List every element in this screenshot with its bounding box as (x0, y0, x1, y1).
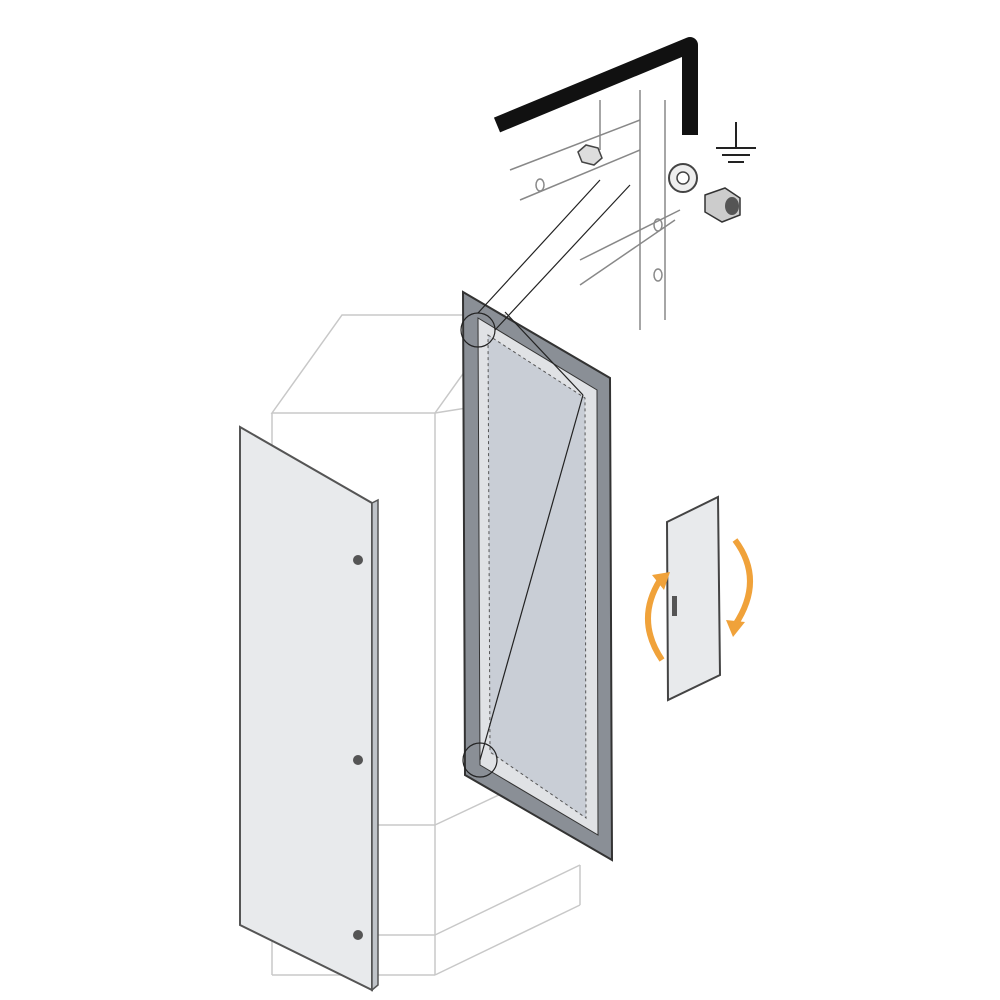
nut-icon (577, 144, 603, 166)
bolt-icon (353, 930, 363, 940)
bolt-icon (353, 555, 363, 565)
side-panel (239, 425, 379, 992)
ground-symbol-icon (716, 122, 756, 163)
rotate-arrow-icon (645, 578, 665, 662)
grounding-detail (493, 37, 756, 330)
glass-door (460, 179, 631, 862)
rotate-arrow-icon (732, 538, 753, 627)
handle-icon (672, 596, 677, 616)
reversible-door (645, 495, 753, 702)
bolt-icon (353, 755, 363, 765)
bolt-icon (704, 187, 741, 223)
